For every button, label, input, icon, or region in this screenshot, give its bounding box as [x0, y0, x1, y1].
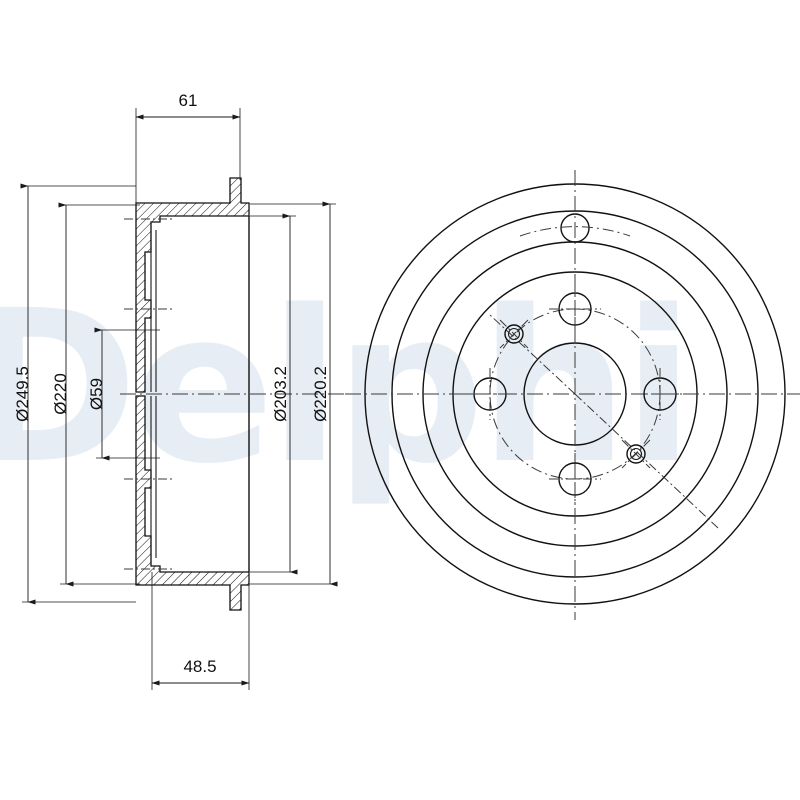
dimlabel-width-top: 61	[179, 91, 198, 110]
dimlabel-inner-diameter: Ø220.2	[311, 366, 330, 422]
dimension-width-bottom: 48.5	[151, 572, 250, 690]
outer-ring-hole-top	[560, 213, 590, 243]
threaded-hole-group	[499, 319, 651, 469]
threaded-hole-ul-cl-b	[499, 319, 529, 349]
outer-ring-hole-group	[519, 213, 631, 243]
dimlabel-outer-diameter: Ø249.5	[13, 366, 32, 422]
dimension-set-left: Ø249.5 Ø220 Ø59	[13, 183, 160, 605]
threaded-hole-upper-left	[504, 324, 524, 344]
dimlabel-center-bore: Ø59	[87, 378, 106, 410]
threaded-hole-lr-cl-b	[621, 439, 651, 469]
threaded-hole-lower-right-inner	[629, 447, 643, 461]
watermark: Delphi	[0, 265, 695, 510]
threaded-hole-upper-left-inner	[507, 327, 521, 341]
watermark-text: Delphi	[0, 265, 689, 510]
dimlabel-mount-diameter: Ø220	[51, 373, 70, 415]
dimension-width-top: 61	[135, 91, 241, 205]
front-centerline-diag-lower-right	[574, 393, 719, 529]
dimension-set-right: Ø203.2 Ø220.2	[250, 201, 338, 587]
outer-ring-hole-arc	[519, 226, 631, 237]
bolt-hole-group	[464, 283, 686, 505]
threaded-hole-lower-right	[626, 444, 646, 464]
cross-section-view	[120, 177, 350, 611]
dimlabel-width-bottom: 48.5	[183, 657, 216, 676]
front-elevation-view	[345, 170, 800, 620]
front-centerline-diag-upper-left	[489, 314, 576, 395]
dimlabel-braking-diameter: Ø203.2	[271, 366, 290, 422]
